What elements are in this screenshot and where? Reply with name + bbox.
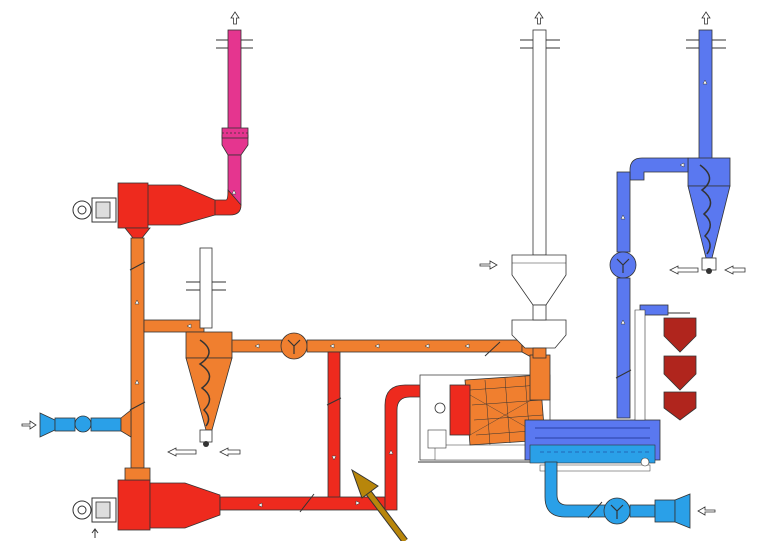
orange-cyclone [185, 331, 233, 447]
blue-cyclone [629, 157, 731, 274]
upper-red-combustion-chamber [117, 182, 242, 239]
orange-horizontal-duct [231, 332, 541, 363]
small-white-stack [186, 247, 226, 329]
white-exhaust-stack [511, 29, 567, 359]
fresh-air-intake-left [39, 409, 132, 438]
blue-cyclone-discharge-arrows-icon [669, 265, 746, 275]
blue-riser-duct [609, 171, 637, 419]
orange-vertical-duct [129, 237, 205, 469]
product-bins [634, 304, 697, 421]
exhaust-up-arrow-icon [230, 11, 240, 25]
blue-exhaust-stack [686, 29, 726, 161]
cyclone-discharge-arrows-icon [167, 447, 241, 457]
flow-direction-markers [134, 79, 708, 508]
white-stack-up-arrow-icon [534, 11, 544, 25]
intake-arrow-icon [21, 420, 37, 430]
blue-stack-up-arrow-icon [701, 11, 711, 25]
upper-burner-icon [72, 197, 117, 223]
highlight-pointer-arrow [351, 468, 408, 541]
cyan-inlet-arrow-icon [697, 506, 716, 516]
exhaust-stack-magenta [216, 29, 253, 206]
cooler-unit [524, 419, 661, 472]
cyan-inlet-duct [544, 461, 691, 529]
lower-burner-icon [72, 497, 117, 538]
lower-red-combustion-chamber [117, 467, 386, 531]
red-bypass-duct [326, 351, 342, 503]
white-stack-inlet-arrow-icon [479, 260, 498, 270]
